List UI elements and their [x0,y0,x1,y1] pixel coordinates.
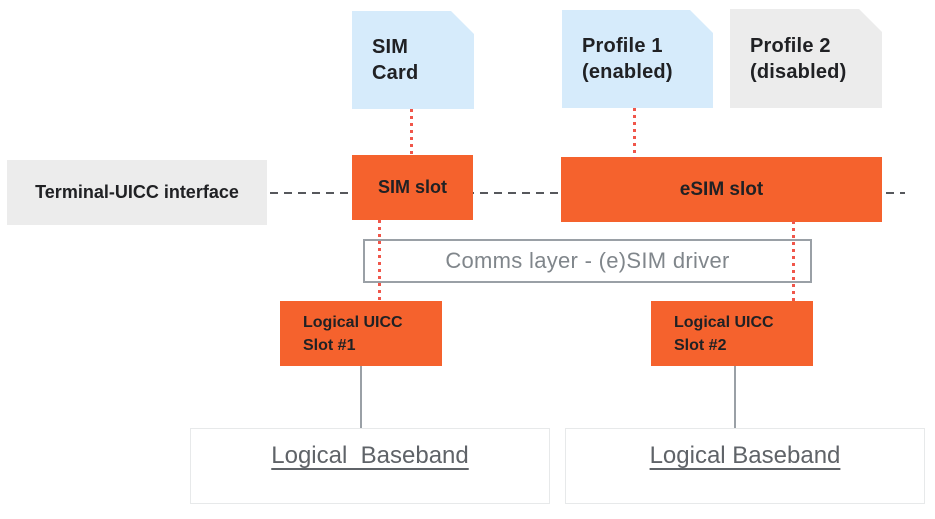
comms-layer-label: Comms layer - (e)SIM driver [445,248,730,273]
connector-simslot-to-uicc1 [378,220,381,301]
sim-card-label-line1: SIM [372,36,409,58]
profile2-card-shape: Profile 2 (disabled) [730,9,882,108]
logical-baseband1-label: Logical Baseband [271,442,469,469]
connector-profile1-to-esimslot [633,108,636,159]
terminal-uicc-interface-text: Terminal-UICC interface [35,182,239,202]
sim-card-label-line2: Card [372,62,419,84]
logical-uicc-slot1-line1: Logical UICC [303,313,403,331]
terminal-uicc-interface-label: Terminal-UICC interface [7,160,267,225]
profile2-label-line2: (disabled) [750,60,847,83]
logical-baseband2-box: Logical Baseband [565,428,925,504]
logical-uicc-slot2-box: Logical UICC Slot #2 [651,301,813,366]
sim-card-shape: SIM Card [352,11,474,109]
profile1-card-shape: Profile 1 (enabled) [562,10,713,108]
profile1-label-line2: (enabled) [582,61,673,83]
logical-uicc-slot2-line1: Logical UICC [674,313,774,331]
esim-slot-box: eSIM slot [561,157,882,222]
profile1-label-line1: Profile 1 [582,35,663,57]
connector-esimslot-to-uicc2 [792,221,795,301]
connector-uicc2-to-baseband2 [734,366,736,428]
connector-simcard-to-simslot [410,109,413,155]
logical-uicc-slot1-box: Logical UICC Slot #1 [280,301,442,366]
connector-uicc1-to-baseband1 [360,366,362,428]
esim-slot-label: eSIM slot [679,178,764,200]
logical-uicc-slot2-line2: Slot #2 [674,336,727,354]
profile2-label-line1: Profile 2 [750,34,831,57]
logical-baseband2-label: Logical Baseband [649,442,841,469]
logical-baseband1-box: Logical Baseband [190,428,550,504]
sim-slot-box: SIM slot [352,155,473,220]
logical-uicc-slot1-line2: Slot #1 [303,336,356,354]
comms-layer-box: Comms layer - (e)SIM driver [363,239,812,283]
sim-slot-label: SIM slot [377,177,447,197]
